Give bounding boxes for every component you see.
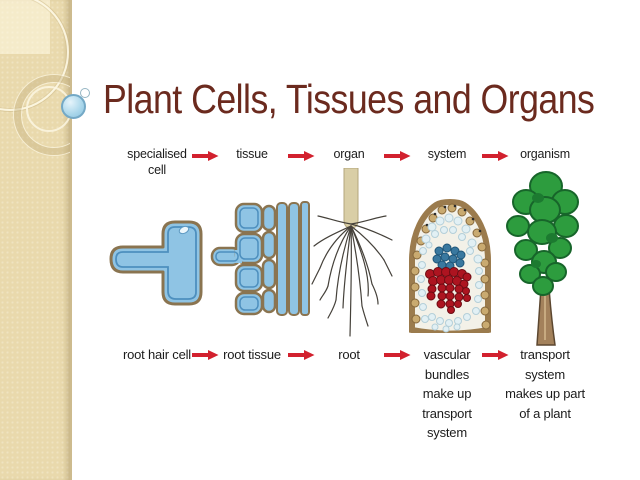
flow-arrow-icon bbox=[384, 149, 411, 161]
slide-title: Plant Cells, Tissues and Organs bbox=[103, 76, 595, 122]
sidebar-decoration-panel bbox=[0, 0, 72, 480]
flow-arrow-icon bbox=[288, 149, 315, 161]
flow-arrow-icon bbox=[192, 348, 219, 360]
bubble-icon bbox=[61, 94, 86, 119]
flow-arrow-icon bbox=[482, 348, 509, 360]
bottom-label-transport-system: transport system makes up part of a plan… bbox=[505, 347, 585, 421]
vascular-bundle-cross-section-illustration bbox=[409, 199, 491, 333]
bottom-label-root: root bbox=[338, 347, 360, 362]
decorative-ring-inner bbox=[26, 86, 70, 132]
flow-arrow-icon bbox=[482, 149, 509, 161]
flow-arrow-icon bbox=[288, 348, 315, 360]
small-ring-icon bbox=[80, 88, 90, 98]
flow-arrow-icon bbox=[192, 149, 219, 161]
decorative-ring-outer bbox=[14, 75, 70, 155]
top-label-specialised-cell: specialised cell bbox=[127, 147, 187, 177]
top-label-organism: organism bbox=[520, 147, 570, 161]
bottom-label-root-tissue: root tissue bbox=[223, 347, 281, 362]
root-hair-cell-illustration bbox=[109, 220, 203, 306]
top-label-organ: organ bbox=[333, 147, 365, 161]
tree-illustration bbox=[506, 171, 579, 346]
root-tissue-illustration bbox=[210, 201, 310, 316]
bottom-label-root-hair-cell: root hair cell bbox=[122, 347, 191, 362]
top-label-tissue: tissue bbox=[236, 147, 268, 161]
root-illustration bbox=[311, 168, 393, 337]
top-label-system: system bbox=[427, 147, 467, 161]
bottom-label-vascular-bundles: vascular bundles make up transport syste… bbox=[422, 347, 472, 440]
flow-arrow-icon bbox=[384, 348, 411, 360]
